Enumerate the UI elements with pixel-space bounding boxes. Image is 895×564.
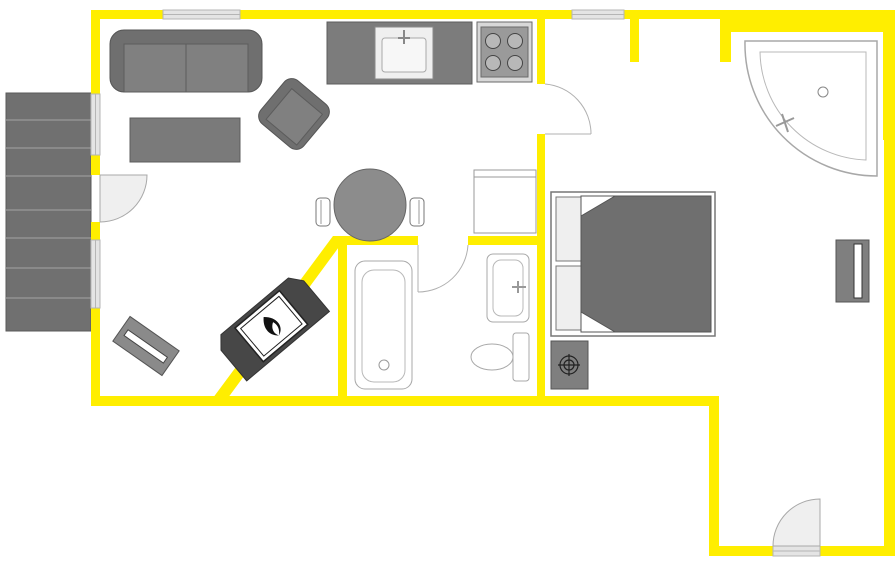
window-icon [772, 545, 821, 557]
wall-left-top [91, 10, 100, 94]
door-swing-icon [417, 244, 469, 293]
bed [550, 191, 716, 337]
wall-annex-bottom-right [820, 546, 895, 556]
door-swing-icon [544, 83, 592, 135]
drain-icon [378, 359, 390, 371]
wall-partition-main [537, 134, 545, 406]
doors [99, 83, 821, 547]
refrigerator [473, 169, 537, 234]
wall-left-stub-a [91, 155, 100, 175]
window-icon [90, 93, 101, 156]
wall-bottom [91, 396, 719, 406]
exterior-stairs [5, 92, 92, 332]
wall-annex-left [709, 396, 719, 556]
dining-set [315, 168, 425, 242]
faucet-icon [775, 113, 795, 133]
wall-right-upper [883, 10, 895, 140]
radiator [835, 239, 870, 303]
wall-stub-b [720, 10, 731, 62]
wall-left-stub-b [91, 222, 100, 240]
drain-icon [817, 86, 829, 98]
wall-partition-top [537, 10, 545, 84]
wall-top-right-thick [720, 10, 895, 32]
coffee-table [129, 117, 241, 163]
tv-console [112, 315, 180, 377]
toilet [470, 332, 530, 382]
chair-right [409, 197, 425, 227]
dining-table [333, 168, 407, 242]
kitchen-sink [374, 26, 434, 80]
burner-icon [485, 33, 523, 71]
wall-top-middle [240, 10, 572, 19]
window-icon [162, 9, 241, 20]
wall-right [884, 140, 895, 554]
bathtub [354, 260, 413, 390]
chair-left [315, 197, 331, 227]
wall-bath-top-right [468, 236, 543, 245]
stairs-icon [6, 119, 91, 299]
door-swing-icon [99, 174, 148, 223]
bathroom-sink [486, 253, 530, 323]
window-icon [571, 9, 625, 20]
door-swing-icon [772, 498, 821, 547]
nightstand [550, 340, 589, 390]
faucet-icon [398, 30, 410, 44]
corner-shower [744, 40, 878, 177]
wall-stub-a [630, 10, 639, 62]
fireplace [220, 277, 331, 382]
wall-annex-bottom-left [709, 546, 773, 556]
windows [90, 9, 821, 557]
stove [476, 21, 533, 83]
target-icon [558, 354, 580, 376]
armchair [258, 78, 330, 150]
faucet-icon [512, 281, 526, 293]
wall-left-bottom [91, 308, 100, 406]
wall-top-left [91, 10, 163, 19]
bed-blanket [580, 195, 712, 333]
wall-bath-left [338, 236, 347, 406]
window-icon [90, 239, 101, 309]
flame-icon [263, 317, 281, 336]
sofa [109, 29, 263, 93]
